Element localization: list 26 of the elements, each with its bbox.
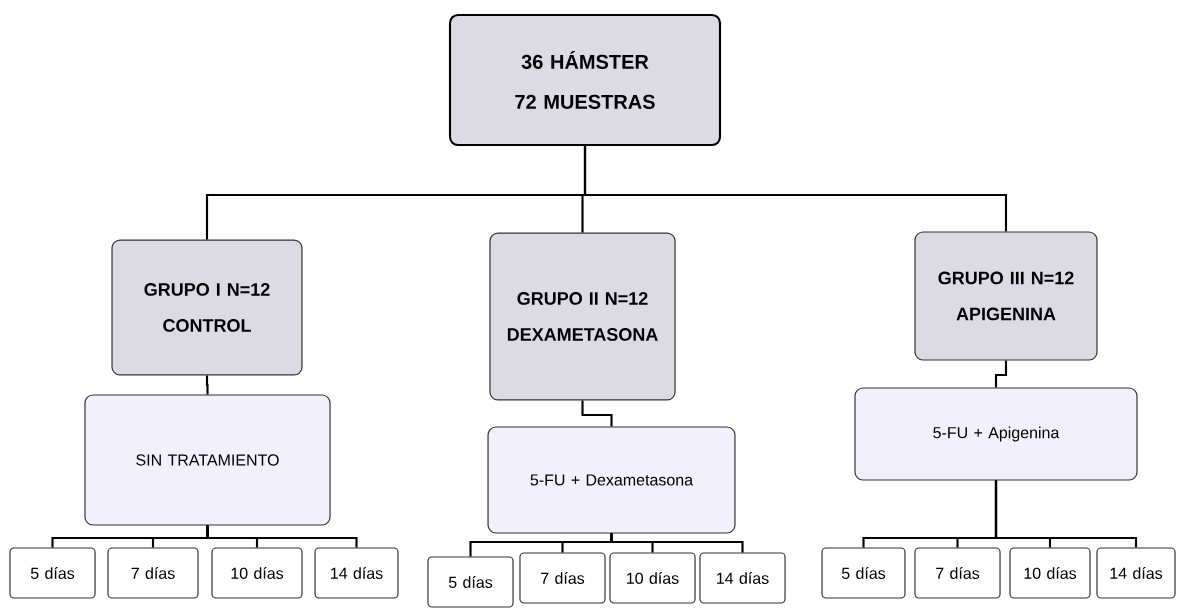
day-box: 7 días bbox=[914, 547, 1001, 599]
treatment-box: 5-FU + Dexametasona bbox=[487, 426, 736, 534]
day-box: 10 días bbox=[609, 552, 696, 604]
treatment-box: SIN TRATAMIENTO bbox=[84, 394, 331, 526]
connector-line bbox=[610, 533, 744, 553]
day-box: 5 días bbox=[821, 547, 906, 599]
population-box: 36 HÁMSTER 72 MUESTRAS bbox=[448, 13, 722, 147]
connector-line bbox=[581, 400, 613, 427]
treatment-box: 5-FU + Apigenina bbox=[854, 387, 1138, 481]
day-box: 14 días bbox=[314, 547, 399, 599]
connector-line bbox=[205, 375, 209, 395]
day-box: 5 días bbox=[427, 556, 514, 608]
connector-line bbox=[583, 146, 1008, 232]
day-box: 5 días bbox=[9, 547, 96, 599]
group-box: GRUPO II N=12 DEXAMETASONA bbox=[489, 232, 676, 401]
day-box: 10 días bbox=[1009, 547, 1091, 599]
connector-line bbox=[994, 480, 1138, 548]
connector-line bbox=[994, 360, 1008, 388]
group-box: GRUPO III N=12 APIGENINA bbox=[914, 231, 1098, 361]
day-box: 10 días bbox=[211, 547, 303, 599]
day-box: 7 días bbox=[519, 552, 606, 604]
day-box: 14 días bbox=[699, 552, 786, 604]
group-box: GRUPO I N=12 CONTROL bbox=[111, 239, 303, 376]
day-box: 14 días bbox=[1096, 547, 1176, 599]
day-box: 7 días bbox=[107, 547, 199, 599]
connector-line bbox=[206, 525, 358, 548]
